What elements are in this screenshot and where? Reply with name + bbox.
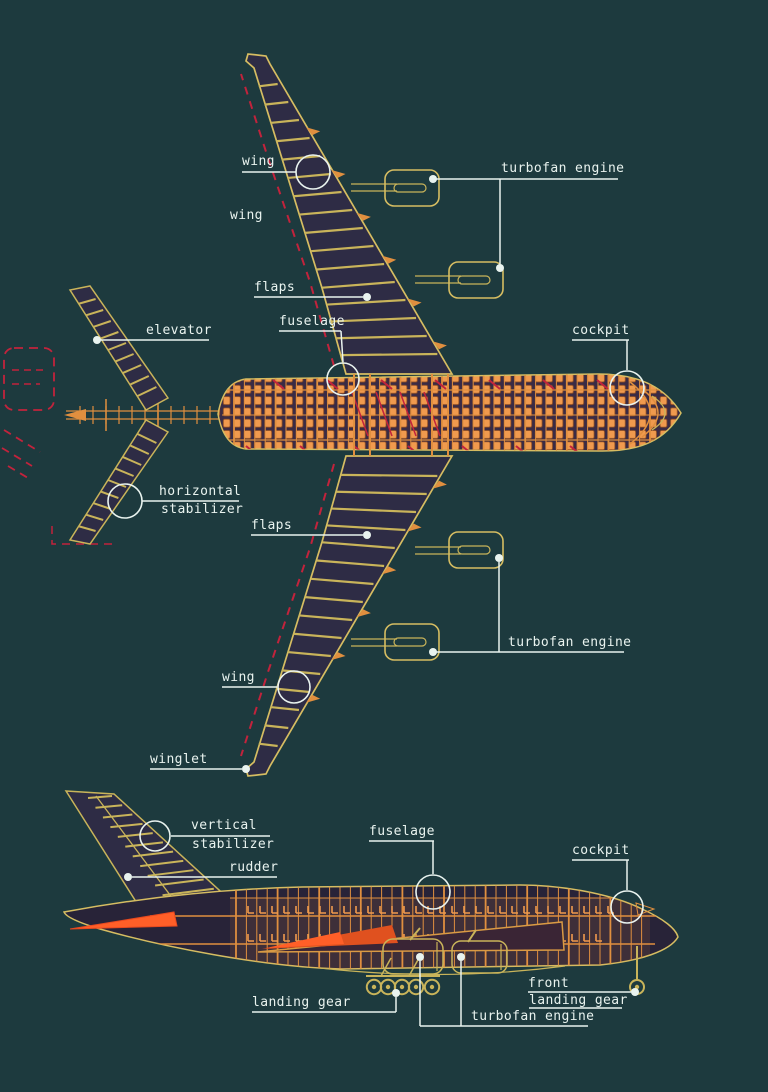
label-fuselage-side: fuselage bbox=[369, 824, 435, 839]
wing-lower bbox=[241, 456, 503, 776]
wing-side bbox=[257, 921, 565, 953]
label-turbofan-side: turbofan engine bbox=[471, 1009, 595, 1024]
label-horizontal-stabilizer-2: stabilizer bbox=[161, 502, 244, 517]
label-front-landing-gear-2: landing gear bbox=[529, 993, 628, 1008]
label-winglet: winglet bbox=[150, 752, 208, 767]
cockpit-side-callout-circle bbox=[610, 890, 644, 924]
tail-boom bbox=[64, 399, 222, 431]
label-flaps-lower: flaps bbox=[251, 518, 293, 533]
label-vertical-stabilizer-2: stabilizer bbox=[192, 837, 275, 852]
callouts bbox=[93, 154, 645, 1027]
windshield-side bbox=[635, 902, 656, 916]
label-wing-lower: wing bbox=[222, 670, 255, 685]
turbofan-engines-side bbox=[382, 927, 508, 975]
ghost-outlines bbox=[1, 347, 118, 545]
cockpit-nose-structure bbox=[629, 381, 666, 445]
horizontal-stabilizer-upper bbox=[68, 285, 170, 411]
wing-upper-callout-circle bbox=[295, 154, 331, 190]
vertical-stabilizer-callout-circle bbox=[139, 820, 171, 852]
fuselage-side-callout-circle bbox=[415, 874, 451, 910]
horizontal-stabilizer-lower bbox=[69, 419, 169, 545]
top-view bbox=[1, 53, 682, 776]
label-wing-upper: wing bbox=[242, 154, 275, 169]
label-elevator: elevator bbox=[146, 323, 212, 338]
fuselage-top-callout-circle bbox=[326, 362, 360, 396]
label-front-landing-gear-1: front bbox=[528, 976, 570, 991]
label-rudder: rudder bbox=[229, 860, 279, 875]
label-vertical-stabilizer-1: vertical bbox=[191, 818, 257, 833]
horizontal-stabilizer-callout-circle bbox=[107, 483, 143, 519]
fuselage-top bbox=[217, 373, 682, 456]
label-cockpit-side: cockpit bbox=[572, 843, 630, 858]
label-turbofan-lower: turbofan engine bbox=[508, 635, 632, 650]
label-flaps-upper: flaps bbox=[254, 280, 296, 295]
label-wing-plain: wing bbox=[230, 208, 263, 223]
wing-upper bbox=[240, 53, 504, 375]
horizontal-stabilizer-side bbox=[69, 911, 178, 930]
label-fuselage-top: fuselage bbox=[279, 314, 345, 329]
label-turbofan-upper: turbofan engine bbox=[501, 161, 625, 176]
landing-gear bbox=[365, 957, 441, 996]
cockpit-top-callout-circle bbox=[609, 370, 645, 406]
wing-lower-callout-circle bbox=[277, 670, 311, 704]
label-landing-gear: landing gear bbox=[252, 995, 351, 1010]
label-horizontal-stabilizer-1: horizontal bbox=[159, 484, 242, 499]
label-cockpit-top: cockpit bbox=[572, 323, 630, 338]
